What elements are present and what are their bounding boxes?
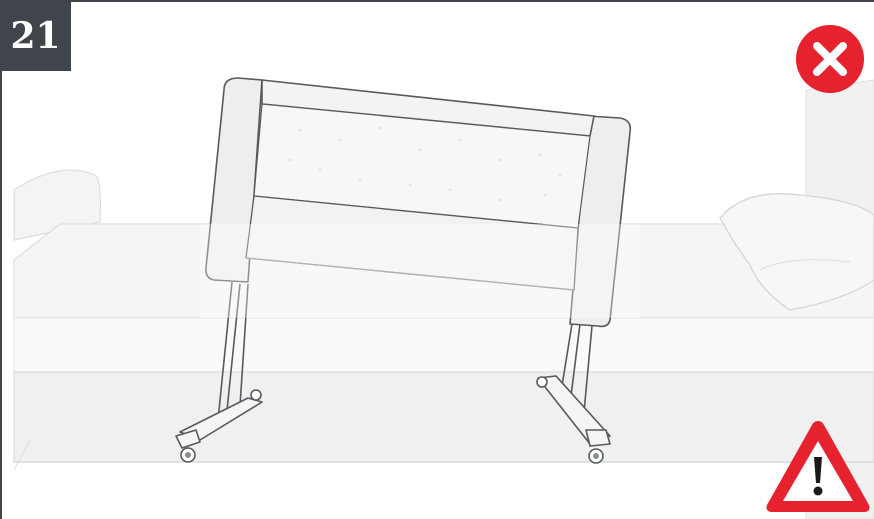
step-number: 21	[10, 14, 61, 57]
frame-left-border	[0, 0, 2, 519]
crib	[175, 77, 632, 464]
frame-top-border	[0, 0, 874, 2]
warning-triangle-icon	[766, 421, 870, 512]
step-number-badge: 21	[0, 0, 71, 71]
cross-circle-icon	[796, 25, 864, 93]
